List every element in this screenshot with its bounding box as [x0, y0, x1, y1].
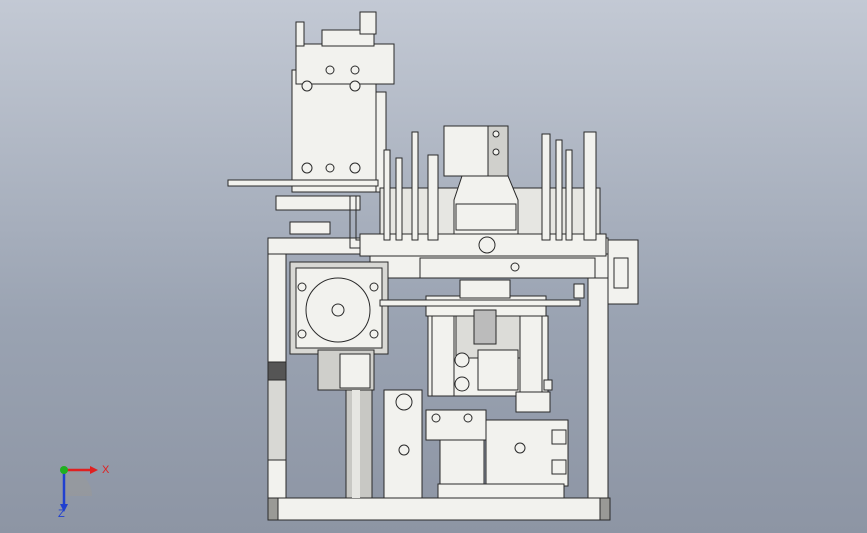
base-plate [267, 497, 611, 521]
coordinate-triad: X Z [58, 464, 110, 520]
x-axis-label: X [102, 464, 110, 476]
right-frame-column [587, 249, 609, 499]
triad-shadow [64, 469, 93, 496]
y-axis-dot [60, 466, 68, 474]
z-axis-label: Z [58, 508, 65, 520]
horizontal-rod [227, 179, 379, 187]
